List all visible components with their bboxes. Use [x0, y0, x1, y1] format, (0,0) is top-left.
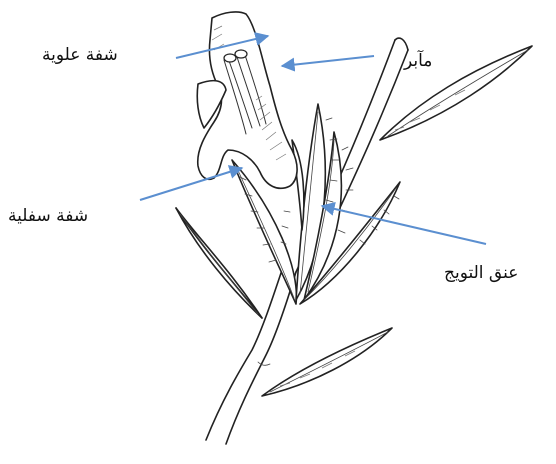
- arrow-anther: [282, 56, 374, 66]
- label-corolla-neck: عنق التويج: [444, 265, 518, 282]
- leaf-lower-right: [262, 328, 392, 396]
- leaf-upper-right: [380, 46, 532, 140]
- corolla: [197, 12, 297, 188]
- arrow-lower-lip: [140, 168, 242, 200]
- label-anther: مآبر: [404, 53, 432, 70]
- label-lower-lip: شفة سفلية: [8, 208, 88, 225]
- leaf-lower-left: [176, 208, 262, 318]
- arrow-corolla-neck: [322, 206, 486, 244]
- label-upper-lip: شفة علوية: [42, 47, 118, 64]
